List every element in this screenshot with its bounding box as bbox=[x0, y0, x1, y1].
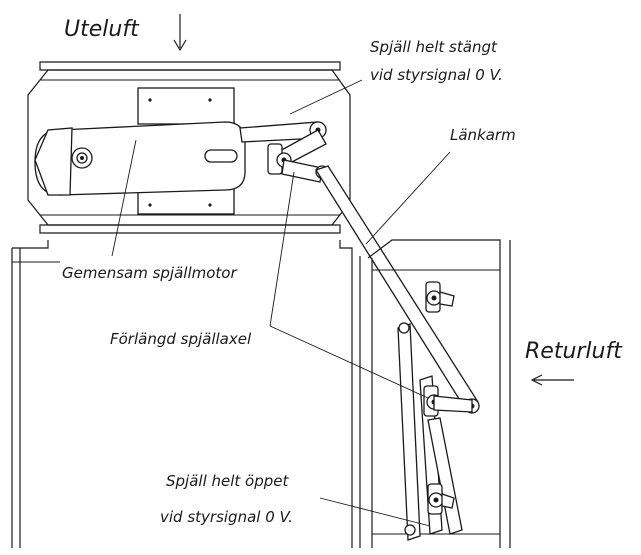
damper-closed-label-2: vid styrsignal 0 V. bbox=[370, 66, 503, 84]
link-arm bbox=[315, 165, 480, 414]
extended-axle-label: Förlängd spjällaxel bbox=[110, 330, 252, 348]
damper-open-label-1: Spjäll helt öppet bbox=[166, 472, 290, 490]
returluft-arrow bbox=[530, 374, 574, 386]
return-damper-blades bbox=[397, 281, 473, 541]
link-arm-label: Länkarm bbox=[450, 126, 516, 144]
damper-closed-label-1: Spjäll helt stängt bbox=[370, 38, 498, 56]
uteluft-label: Uteluft bbox=[64, 17, 140, 42]
return-air-duct bbox=[367, 239, 511, 548]
outdoor-air-duct bbox=[11, 240, 361, 548]
uteluft-arrow bbox=[173, 14, 187, 52]
outdoor-air-damper bbox=[27, 61, 351, 234]
damper-motor bbox=[34, 121, 246, 196]
returluft-label: Returluft bbox=[525, 339, 623, 364]
damper-open-label-2: vid styrsignal 0 V. bbox=[160, 508, 293, 526]
leader-lines bbox=[111, 79, 451, 527]
common-motor-label: Gemensam spjällmotor bbox=[62, 264, 237, 282]
motor-linkage bbox=[239, 121, 329, 183]
